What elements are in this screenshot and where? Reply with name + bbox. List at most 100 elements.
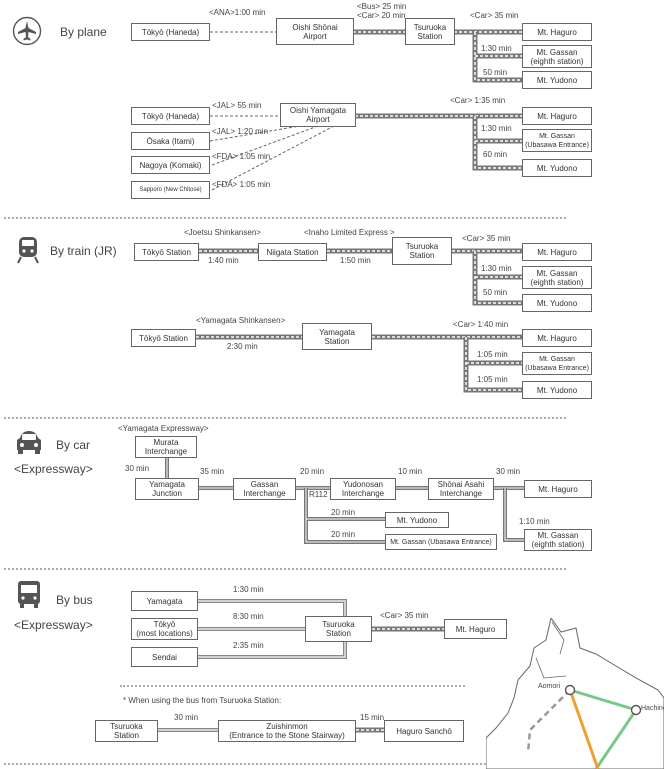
origin-osaka-itami: Ōsaka (Itami) [131,132,210,150]
route-label: <FDA> 1:05 min [212,152,271,161]
section-title-car: By car [56,438,91,452]
route-label: <JAL> 55 min [212,101,262,110]
route-label: <Car> 35 min [470,11,519,20]
route-label: 30 min [496,467,521,476]
route-label: 30 min [125,464,150,473]
dest-mt-haguro: Mt. Haguro [444,619,507,639]
dest-mt-haguro: Mt. Haguro [522,329,592,347]
car-icon [17,431,41,454]
tohoku-map [486,618,664,769]
yamagata-junction: Yamagata Junction [135,478,199,500]
origin-sapporo-new-chitose: Sapporo (New Chitose) [131,181,210,199]
oishi-yamagata-airport: Oishi Yamagata Airport [280,103,356,127]
route-label: 1:30 min [481,44,512,53]
train-route-2 [196,334,522,393]
dest-mt-yudono: Mt. Yudono [522,294,592,312]
dest-mt-yudono: Mt. Yudono [522,71,592,89]
section-divider [4,417,566,419]
route-label: 2:35 min [233,641,264,650]
dest-mt-gassan-ubasawa: Mt. Gassan (Ubasawa Entrance) [522,352,592,375]
section-divider [4,217,566,219]
route-label: 60 min [483,150,508,159]
origin-tokyo-station: Tōkyō Station [134,243,199,261]
dest-mt-haguro: Mt. Haguro [524,480,592,498]
niigata-station: Niigata Station [258,243,327,261]
map-city-aomori: Aomori [538,683,561,690]
shonai-asahi-interchange: Shōnai Asahi Interchange [428,478,494,500]
route-label: <Yamagata Expressway> [118,424,209,433]
route-label: <Car> 1:40 min [453,320,509,329]
train-route-1 [199,248,522,306]
origin-nagoya-komaki: Nagoya (Komaki) [131,156,210,174]
bus-icon [18,581,40,608]
section-subtitle-car: <Expressway> [14,462,93,476]
dest-mt-yudono: Mt. Yudono [522,381,592,399]
dest-mt-gassan: Mt. Gassan (eighth station) [522,266,592,289]
route-label: 2:30 min [227,342,258,351]
route-label: 1:05 min [477,350,508,359]
city-marker [564,684,576,696]
car-route [165,452,524,544]
plane-route-2 [209,113,522,191]
section-divider [4,763,566,765]
from-tsuruoka-station: Tsuruoka Station [95,720,158,742]
gassan-interchange: Gassan Interchange [233,478,296,500]
dest-mt-haguro: Mt. Haguro [522,23,592,41]
origin-sendai: Sendai [131,647,198,667]
yamagata-station: Yamagata Station [302,323,372,350]
dest-mt-gassan-ubasawa: Mt. Gassan (Ubasawa Entrance) [522,129,592,152]
route-label: <Bus> 25 min [357,2,407,11]
bus-note: * When using the bus from Tsuruoka Stati… [123,696,282,705]
route-label: 1:10 min [519,517,550,526]
route-label: <Car> 35 min [380,611,429,620]
dest-mt-gassan: Mt. Gassan (eighth station) [524,529,592,551]
tsuruoka-station: Tsuruoka Station [392,237,452,265]
route-label: 1:05 min [477,375,508,384]
airplane-icon [12,16,42,46]
route-label: <FDA> 1:05 min [212,180,271,189]
route-label: <ANA>1:00 min [209,8,266,17]
section-subtitle-bus: <Expressway> [14,618,93,632]
murata-interchange: Murata Interchange [135,436,197,458]
route-label: 1:50 min [340,256,371,265]
dest-mt-haguro: Mt. Haguro [522,243,592,261]
haguro-sancho: Haguro Sanchō [384,720,464,742]
origin-tokyo: Tōkyō (most locations) [131,618,198,640]
route-label: 30 min [174,713,199,722]
green-rail-line [569,688,637,712]
dest-mt-gassan: Mt. Gassan (eighth station) [522,45,592,68]
orange-rail-line [568,689,600,769]
route-label: 10 min [398,467,423,476]
oishi-shonai-airport: Oishi Shōnai Airport [276,18,354,45]
route-label: 50 min [483,288,508,297]
dest-mt-gassan-ubasawa: Mt. Gassan (Ubasawa Entrance) [385,534,497,550]
train-icon [17,237,39,264]
bus-route [158,599,444,733]
city-marker [630,704,642,716]
bus-note-divider [120,685,465,687]
route-label: 20 min [300,467,325,476]
route-label: <Inaho Limited Express > [304,228,395,237]
route-label: 1:30 min [481,124,512,133]
yudonosan-interchange: Yudonosan Interchange [330,478,396,500]
route-label: 1:30 min [481,264,512,273]
origin-tokyo-haneda: Tōkyō (Haneda) [131,107,210,125]
dest-mt-yudono: Mt. Yudono [522,159,592,177]
map-city-hachinohe: Hachinohe [641,705,664,712]
dest-mt-haguro: Mt. Haguro [522,107,592,125]
origin-tokyo-station: Tōkyō Station [131,329,196,347]
route-label: 8:30 min [233,612,264,621]
section-title-train: By train (JR) [50,244,117,258]
route-label: R112 [309,490,328,499]
section-title-plane: By plane [60,25,107,39]
origin-tokyo-haneda: Tōkyō (Haneda) [131,23,210,41]
route-label: <Car> 1:35 min [450,96,506,105]
tsuruoka-station: Tsuruoka Station [305,616,372,642]
route-label: <Car> 35 min [462,234,511,243]
route-label: <Joetsu Shinkansen> [184,228,261,237]
section-divider [4,568,566,570]
route-label: <Car> 20 min [357,11,406,20]
route-label: 20 min [331,508,356,517]
route-label: 35 min [200,467,225,476]
